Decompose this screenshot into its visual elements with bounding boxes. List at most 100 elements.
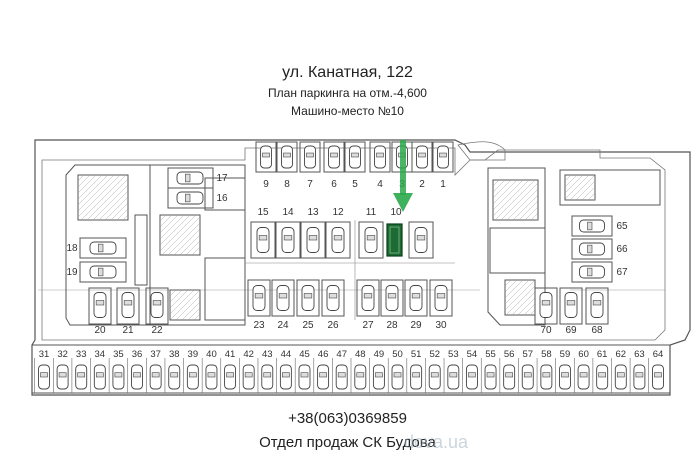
parking-space [571,238,613,260]
parking-space [559,287,583,325]
spot-number: 59 [560,349,571,360]
hatch-line [524,206,539,221]
spot-number: 14 [282,207,294,218]
car-icon [89,265,117,279]
car-window [254,293,264,299]
hatch-line [92,184,129,221]
spot-number: 2 [419,179,425,190]
hatch-line [492,179,506,193]
column-left [134,214,148,286]
hatch-line [77,174,85,182]
car-window [319,372,327,378]
sales-department: Отдел продаж СК Будова [259,434,436,451]
car-window [226,372,234,378]
car-icon [256,227,270,253]
spot-number: 50 [392,349,403,360]
hatch-line [77,174,115,212]
car-icon [540,364,553,390]
parking-space [145,287,169,325]
car-window [306,152,314,158]
spot-number: 56 [504,349,515,360]
car-window [351,152,359,158]
spot-number: 55 [485,349,496,360]
hatch-line [492,179,524,211]
hatch-line [529,309,536,316]
car-icon [326,285,340,311]
hatch-line [492,179,500,187]
car-icon [168,364,181,390]
hatch-line [593,198,596,201]
hatch-line [77,174,103,200]
parking-space [116,287,140,325]
car-window [189,372,197,378]
spot-number: 34 [95,349,106,360]
hatch-line [77,174,121,218]
car-window [308,235,318,241]
parking-space [344,141,366,173]
spot-number: 20 [94,325,106,336]
car-icon [447,364,460,390]
car-icon [75,364,88,390]
parking-space [432,141,454,173]
hatch-line [173,228,201,256]
spot-number: 44 [281,349,292,360]
car-window [439,152,447,158]
car-window [330,152,338,158]
car-icon [261,364,274,390]
hatch-line [179,234,201,256]
car-window [262,152,270,158]
car-window [278,293,288,299]
car-icon [304,145,316,169]
car-icon [276,285,290,311]
hatch-line [504,279,536,311]
car-icon [112,364,125,390]
car-window [337,372,346,378]
hatch-line [77,174,109,206]
hatch-line [159,214,173,228]
spot-number: 69 [565,325,577,336]
car-window [170,372,179,378]
car-icon [317,364,330,390]
car-icon [465,364,478,390]
car-icon [374,145,386,169]
car-icon [428,364,441,390]
hatch-line [494,179,536,221]
parking-space [429,279,453,317]
highlighted-spot-car [389,226,400,254]
car-icon [416,145,428,169]
car-window [541,300,551,306]
spot-number: 13 [307,207,319,218]
car-window [430,372,439,378]
spot-number: 24 [277,320,289,331]
spot-number: 29 [410,320,422,331]
parking-space [247,279,271,317]
spot-number: 40 [206,349,217,360]
storage-hatch [564,174,596,201]
parking-space [323,141,345,173]
hatch-line [159,214,197,252]
car-window [328,293,338,299]
spot-number: 1 [440,179,446,190]
car-icon [328,145,340,169]
elevator-right [504,279,536,316]
stair-right [492,179,539,221]
spot-number: 25 [302,320,314,331]
parking-space [358,221,384,259]
car-window [505,372,513,378]
car-window [207,372,216,378]
hatch-line [512,194,539,221]
spot-number: 27 [362,320,374,331]
car-icon [410,364,423,390]
car-icon [279,364,292,390]
parking-space [255,141,277,173]
car-window [263,372,272,378]
spot-number: 30 [435,320,447,331]
hatch-line [77,174,97,194]
car-window [587,267,593,277]
car-icon [539,292,553,318]
spot-number: 31 [39,349,50,360]
spot-number: 5 [352,179,358,190]
car-window [98,267,104,277]
central-core [149,164,246,326]
car-icon [121,292,135,318]
